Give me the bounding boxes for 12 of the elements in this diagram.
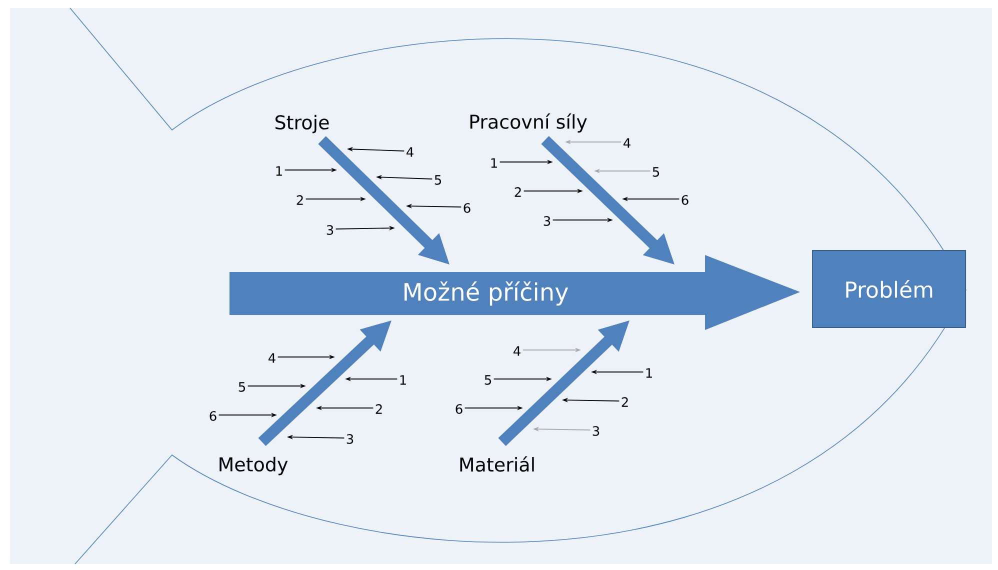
cause-number: 2 [622,397,628,407]
cause-number: 1 [646,368,652,378]
category-label: Materiál [460,456,534,472]
cause-number: 6 [464,203,470,213]
cause-number: 6 [210,411,216,421]
category-label: Stroje [276,114,329,134]
cause-number: 1 [400,375,406,385]
problem-box: Problém [812,250,966,328]
category-label: Pracovní síly [470,113,587,133]
cause-number: 6 [682,195,688,205]
cause-number: 6 [456,404,462,414]
category-label: Metody [220,456,288,476]
